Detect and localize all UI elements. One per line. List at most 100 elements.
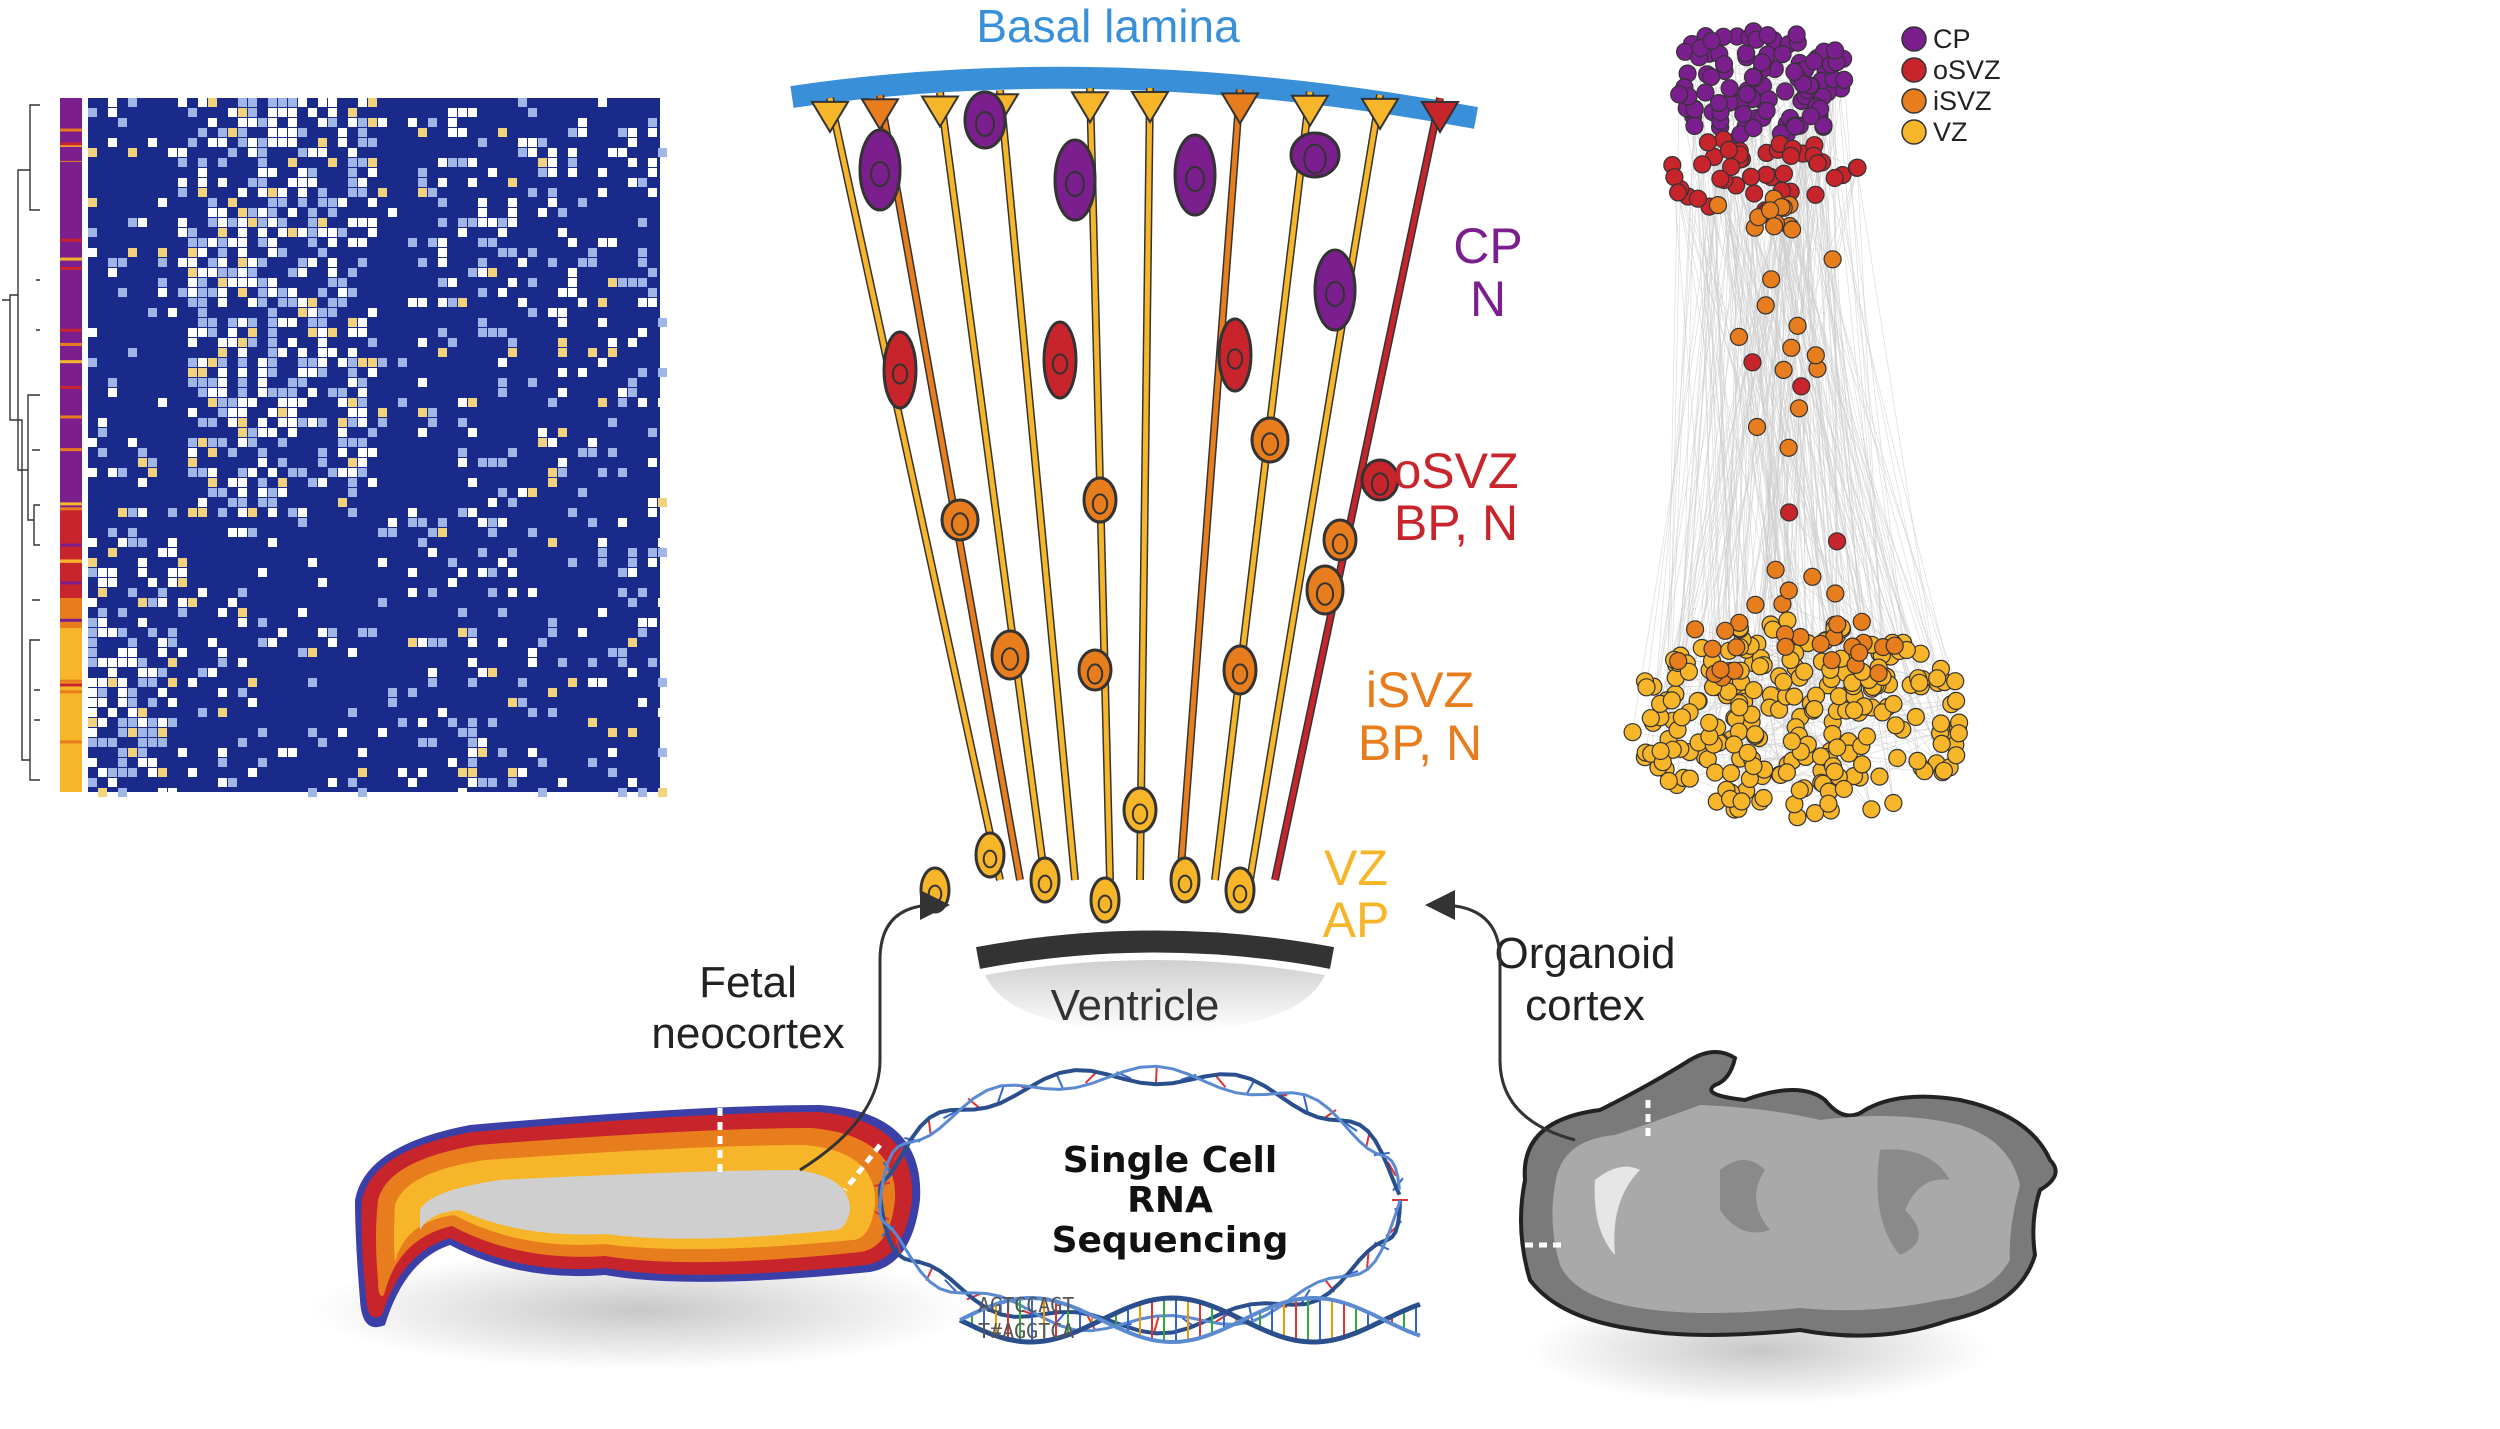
heatmap-cell (598, 358, 607, 367)
network-node (1670, 85, 1689, 104)
heatmap-cell (258, 458, 267, 467)
heatmap-cell (238, 278, 247, 287)
heatmap-cell (628, 598, 637, 607)
heatmap-cell (138, 478, 147, 487)
heatmap-cell (118, 748, 127, 757)
heatmap-cell (548, 308, 557, 317)
network-node (1775, 82, 1795, 101)
heatmap-cell (598, 558, 607, 567)
heatmap-cell (568, 238, 577, 247)
network-node (1659, 771, 1678, 791)
heatmap-cell (258, 158, 267, 167)
heatmap-cell (438, 518, 447, 527)
heatmap-cell (308, 328, 317, 337)
heatmap-cell (218, 338, 227, 347)
heatmap-cell (468, 678, 477, 687)
heatmap-cell (358, 138, 367, 147)
heatmap-cell (318, 448, 327, 457)
dna-strand (958, 1295, 1421, 1345)
annotation-stripe (60, 581, 82, 585)
network-node (1822, 651, 1841, 670)
heatmap-cell (118, 468, 127, 477)
network-node (1852, 755, 1872, 774)
heatmap-cell (168, 148, 177, 157)
heatmap-cell (358, 328, 367, 337)
heatmap-cell (258, 728, 267, 737)
fiber-endfoot (1360, 97, 1400, 131)
heatmap-cell (158, 718, 167, 727)
heatmap-cell (418, 338, 427, 347)
heatmap-cell (198, 418, 207, 427)
annotation-stripe (60, 740, 82, 744)
network-node (1705, 763, 1725, 782)
network-node (1662, 691, 1681, 710)
heatmap-cell (278, 318, 287, 327)
network-edge (1786, 124, 1919, 679)
radial-fiber (1272, 97, 1443, 881)
heatmap-cell (188, 768, 197, 777)
heatmap-cell (138, 618, 147, 627)
network-edge (1792, 148, 1876, 685)
heatmap-cell (268, 138, 277, 147)
network-node (1870, 767, 1889, 786)
heatmap-cell (458, 418, 467, 427)
heatmap-cell (458, 458, 467, 467)
network-edge (1777, 149, 1917, 718)
heatmap-cell (228, 268, 237, 277)
heatmap-cell (648, 168, 657, 177)
heatmap-cell (98, 788, 107, 797)
heatmap-cell (528, 148, 537, 157)
heatmap-cell (448, 578, 457, 587)
heatmap-cell (328, 208, 337, 217)
annotation-stripe (60, 373, 82, 377)
cell-body (1053, 138, 1097, 222)
heatmap-cell (418, 768, 427, 777)
heatmap-cell (418, 258, 427, 267)
annotation-stripe (60, 618, 82, 622)
heatmap-cell (318, 148, 327, 157)
network-node (1744, 681, 1763, 700)
heatmap-cell (548, 188, 557, 197)
dna-rung (927, 1118, 932, 1135)
heatmap-cell (98, 618, 107, 627)
heatmap-cell (538, 438, 547, 447)
heatmap-cell (358, 188, 367, 197)
heatmap-cell (248, 338, 257, 347)
layer-cp-zone: CP (1453, 218, 1522, 274)
network-node (1641, 709, 1660, 728)
heatmap-cell (208, 478, 217, 487)
heatmap-cell (288, 268, 297, 277)
heatmap-cell (138, 728, 147, 737)
heatmap-cell (648, 298, 657, 307)
heatmap-cell (468, 658, 477, 667)
heatmap-cell (218, 508, 227, 517)
heatmap-cell (288, 508, 297, 517)
heatmap-cell (538, 638, 547, 647)
heatmap-cell (128, 748, 137, 757)
cell-body (1224, 866, 1256, 914)
heatmap-cell (98, 608, 107, 617)
heatmap-cell (508, 548, 517, 557)
heatmap-cell (608, 728, 617, 737)
heatmap-cell (548, 198, 557, 207)
heatmap-cell (108, 378, 117, 387)
heatmap-cell (348, 118, 357, 127)
heatmap-cell (228, 448, 237, 457)
heatmap-cell (98, 738, 107, 747)
heatmap-cell (148, 628, 157, 637)
heatmap-cell (368, 218, 377, 227)
network-node (1885, 636, 1904, 655)
network-node (1711, 169, 1730, 188)
heatmap-cell (188, 298, 197, 307)
network-node (1688, 189, 1708, 208)
heatmap-cell (438, 528, 447, 537)
heatmap-cell (218, 388, 227, 397)
network-node (1947, 746, 1966, 765)
heatmap-cell (238, 248, 247, 257)
heatmap-cell (218, 278, 227, 287)
heatmap-cell (588, 718, 597, 727)
heatmap-cell (348, 348, 357, 357)
heatmap-cell (98, 658, 107, 667)
heatmap-cell (358, 238, 367, 247)
annotation-stripe (60, 128, 82, 132)
